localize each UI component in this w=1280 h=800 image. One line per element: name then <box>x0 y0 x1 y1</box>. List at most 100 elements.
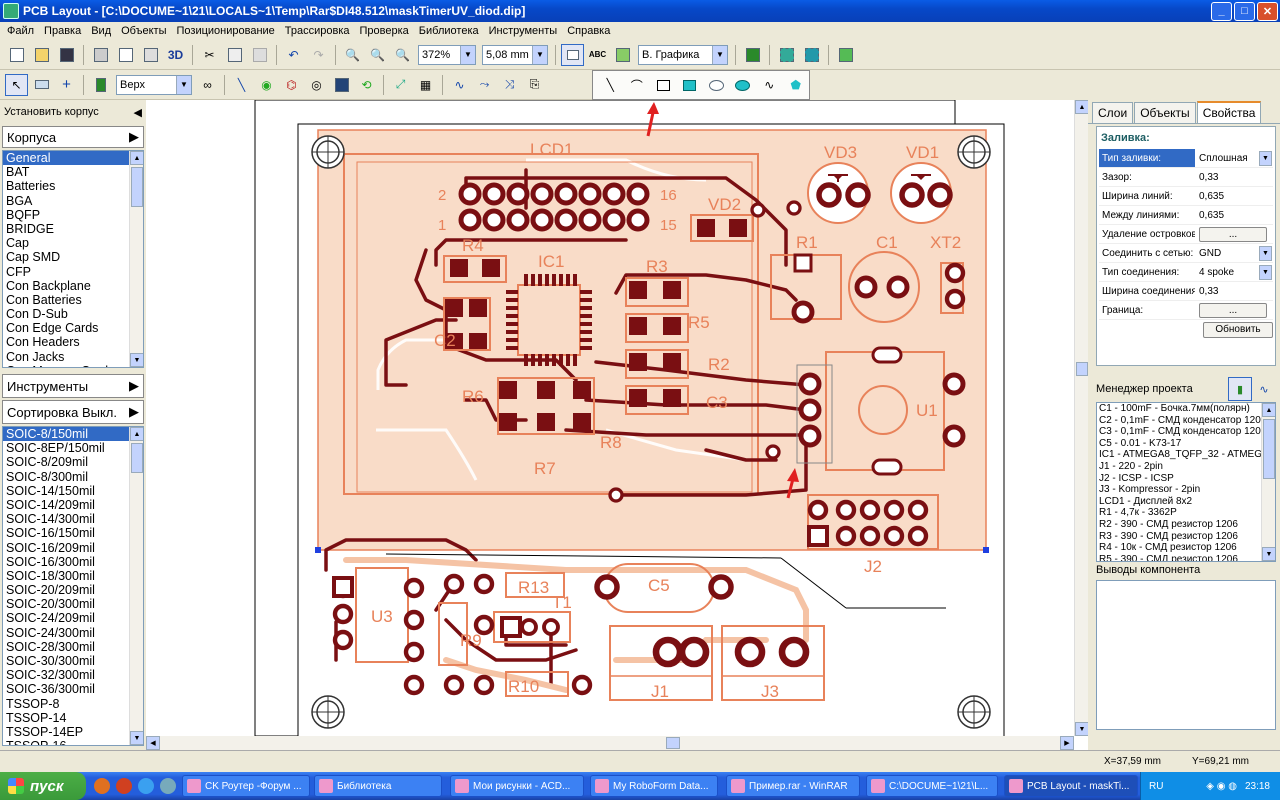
smd-pad[interactable] <box>482 259 500 277</box>
through-hole-pad[interactable] <box>859 525 881 547</box>
package-category-item[interactable]: Con Headers <box>6 335 80 350</box>
component-list-item[interactable]: SOIC-8/150mil <box>3 427 143 442</box>
square-pad[interactable] <box>500 616 522 638</box>
scroll-down-icon[interactable]: ▼ <box>1075 722 1089 736</box>
canvas-horizontal-scrollbar[interactable]: ◀ ▶ <box>146 736 1074 750</box>
menu-view[interactable]: Вид <box>91 25 112 37</box>
measure-icon[interactable] <box>30 74 53 96</box>
scroll-thumb[interactable] <box>666 737 680 749</box>
through-hole-pad[interactable] <box>798 398 822 422</box>
property-value[interactable]: 0,33 <box>1195 283 1273 300</box>
zoom-out-icon[interactable]: 🔍 <box>370 47 385 62</box>
project-scrollbar[interactable]: ▲▼ <box>1261 403 1275 561</box>
through-hole-pad[interactable] <box>542 618 560 636</box>
taskbar-item-explorer[interactable]: C:\DOCUME~1\21\L... <box>866 775 998 797</box>
component-list-item[interactable]: SOIC-8/209mil <box>6 455 88 470</box>
property-value[interactable]: 0,635 <box>1195 188 1273 205</box>
property-ellipsis-button[interactable]: ... <box>1199 226 1267 242</box>
package-category-item[interactable]: Con Batteries <box>6 292 82 307</box>
project-item[interactable]: C3 - 0,1mF - СМД конденсатор 1206 <box>1099 426 1267 438</box>
component-scrollbar[interactable]: ▲▼ <box>129 427 143 745</box>
component-list-item[interactable]: SOIC-14/150mil <box>6 483 95 498</box>
smd-pad[interactable] <box>445 299 463 317</box>
route-track-icon[interactable]: ∿ <box>454 77 465 92</box>
component-list-item[interactable]: SOIC-24/209mil <box>6 611 95 626</box>
quicklaunch-opera-icon[interactable] <box>116 778 132 794</box>
via-icon[interactable]: ◎ <box>311 77 322 92</box>
chevron-down-icon[interactable]: ▼ <box>1259 150 1272 166</box>
property-value[interactable]: 0,635 <box>1195 207 1273 224</box>
find-binoculars-icon[interactable]: ∞ <box>203 77 212 92</box>
through-hole-pad[interactable] <box>816 182 842 208</box>
project-item[interactable]: C2 - 0,1mF - СМД конденсатор 1206 <box>1099 414 1267 426</box>
through-hole-pad[interactable] <box>791 300 815 324</box>
ellipse-tool-icon[interactable] <box>704 74 729 96</box>
smd-pad[interactable] <box>629 317 647 335</box>
scroll-down-icon[interactable]: ▼ <box>1262 547 1275 561</box>
refresh-button[interactable]: Обновить <box>1203 322 1273 338</box>
through-hole-pad[interactable] <box>907 499 929 521</box>
component-list-item[interactable]: SOIC-8/300mil <box>6 469 88 484</box>
scroll-up-icon[interactable]: ▲ <box>130 427 143 441</box>
through-hole-pad[interactable] <box>765 444 781 460</box>
project-item[interactable]: C5 - 0.01 - K73-17 <box>1099 437 1182 449</box>
scroll-thumb[interactable] <box>131 167 143 207</box>
component-list-item[interactable]: SOIC-30/300mil <box>6 654 95 668</box>
lcd-pin-pad[interactable] <box>578 208 602 232</box>
nets-view-icon[interactable]: ∿ <box>1259 383 1269 396</box>
component-list-item[interactable]: SOIC-8EP/150mil <box>6 441 105 456</box>
track-icon[interactable]: ╲ <box>237 77 246 92</box>
through-hole-pad[interactable] <box>927 182 953 208</box>
through-hole-pad[interactable] <box>845 182 871 208</box>
through-hole-pad[interactable] <box>594 574 620 600</box>
lcd-pin-pad[interactable] <box>626 208 650 232</box>
line-tool-icon[interactable]: ╲ <box>606 78 614 92</box>
smd-pad[interactable] <box>573 381 591 399</box>
array-icon[interactable]: ▦ <box>419 77 432 92</box>
tab-properties[interactable]: Свойства <box>1196 101 1262 123</box>
grid-select[interactable]: 5,08 mm▼ <box>482 44 548 65</box>
library-icon[interactable] <box>741 44 764 66</box>
through-hole-pad[interactable] <box>734 636 766 668</box>
project-item[interactable]: R1 - 4,7к - 3362P <box>1099 507 1177 519</box>
property-ellipsis-button[interactable]: ... <box>1199 302 1267 318</box>
package-category-item[interactable]: Con Backplane <box>6 278 91 293</box>
through-hole-pad[interactable] <box>883 525 905 547</box>
scroll-thumb[interactable] <box>131 443 143 473</box>
component-list-item[interactable]: SOIC-16/300mil <box>6 554 95 569</box>
language-indicator[interactable]: RU <box>1149 780 1164 792</box>
menu-positioning[interactable]: Позиционирование <box>176 25 275 37</box>
through-hole-pad[interactable] <box>443 674 465 696</box>
project-item[interactable]: R3 - 390 - СМД резистор 1206 <box>1099 530 1238 542</box>
minimize-button[interactable]: _ <box>1211 1 1232 21</box>
component-icon[interactable] <box>89 74 112 96</box>
through-hole-pad[interactable] <box>798 372 822 396</box>
through-hole-pad[interactable] <box>798 424 822 448</box>
component-list-item[interactable]: SOIC-18/300mil <box>6 568 95 583</box>
lcd-pin-pad[interactable] <box>482 208 506 232</box>
through-hole-pad[interactable] <box>708 574 734 600</box>
pcb-canvas[interactable]: LCD1VD3VD1VD2R1C1XT2R4IC1R3R5C2R2C3R6U1R… <box>146 100 1074 736</box>
component-list-item[interactable]: SOIC-32/300mil <box>6 668 95 683</box>
lcd-pin-pad[interactable] <box>506 208 530 232</box>
smd-pad[interactable] <box>537 381 555 399</box>
package-category-item[interactable]: Con Edge Cards <box>6 321 99 336</box>
through-hole-pad[interactable] <box>750 202 766 218</box>
component-list-item[interactable]: TSSOP-16 <box>3 739 143 745</box>
package-category-item[interactable]: Batteries <box>6 179 56 194</box>
project-item[interactable]: J3 - Kompressor - 2pin <box>1099 484 1201 496</box>
tab-objects[interactable]: Объекты <box>1134 102 1196 123</box>
through-hole-pad[interactable] <box>473 674 495 696</box>
through-hole-pad[interactable] <box>332 629 354 651</box>
chevron-down-icon[interactable]: ▼ <box>1259 245 1272 261</box>
taskbar-item-pcb-layout[interactable]: PCB Layout - maskTi... <box>1004 775 1138 797</box>
through-hole-pad[interactable] <box>899 182 925 208</box>
copy-icon[interactable] <box>223 44 246 66</box>
scroll-thumb[interactable] <box>1263 419 1275 479</box>
component-list-item[interactable]: TSSOP-14 <box>6 710 67 725</box>
smd-pad[interactable] <box>663 353 681 371</box>
smd-pad[interactable] <box>499 381 517 399</box>
polygon-tool-icon[interactable]: ⬟ <box>790 78 801 92</box>
quicklaunch-ie-icon[interactable] <box>138 778 154 794</box>
